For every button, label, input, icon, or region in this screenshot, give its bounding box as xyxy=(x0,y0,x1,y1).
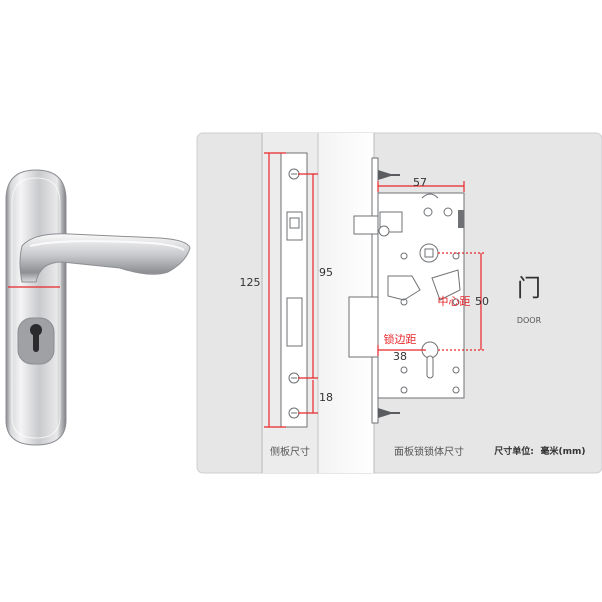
side-plate-dimensions xyxy=(264,152,318,428)
screw-icon xyxy=(288,407,300,419)
dimension-57: 57 xyxy=(413,176,427,189)
handle-backplate xyxy=(5,169,67,446)
side-plate xyxy=(280,152,308,428)
lock-body xyxy=(348,157,465,424)
screw-icon xyxy=(378,170,400,180)
center-distance-label: 中心距 xyxy=(438,295,471,308)
side-plate-caption: 侧板尺寸 xyxy=(270,445,310,458)
handle-illustration xyxy=(5,169,191,446)
screw-icon xyxy=(378,408,400,418)
lockbody-caption: 面板锁锁体尺寸 xyxy=(394,445,464,458)
door-char: 门 xyxy=(517,274,541,302)
lock-edge-label: 锁边距 xyxy=(384,332,417,346)
lock-edge-value: 38 xyxy=(393,350,407,363)
dimension-18: 18 xyxy=(319,391,333,404)
unit-label: 尺寸单位: xyxy=(494,445,534,457)
lock-body-dimensions xyxy=(377,181,486,356)
spindle-hole-icon xyxy=(419,243,439,263)
center-distance-value: 50 xyxy=(475,295,489,308)
dimension-95: 95 xyxy=(319,266,333,279)
screw-icon xyxy=(288,168,300,180)
handle-lever xyxy=(19,233,191,283)
keyhole-icon xyxy=(17,317,55,365)
dimension-125: 125 xyxy=(240,276,261,289)
handle-backplate-inner xyxy=(11,177,61,439)
door-text: DOOR xyxy=(517,316,542,325)
screw-icon xyxy=(288,372,300,384)
unit-value: 毫米(mm) xyxy=(541,445,586,457)
